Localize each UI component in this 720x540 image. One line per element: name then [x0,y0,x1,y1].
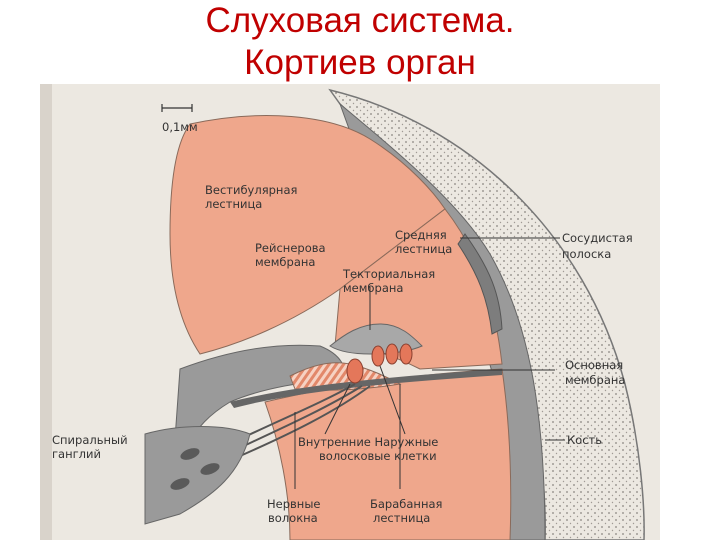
ganglion-cells [170,448,220,490]
hair-cells [346,343,413,384]
page-title-line-2: Кортиев орган [244,43,476,82]
leader-lines [294,237,565,489]
inner-hair-cell [346,358,364,384]
label-spiral-ganglion: Спиральный ганглий [52,433,131,461]
basilar-membrane [230,369,502,408]
tectorial-membrane [329,323,423,355]
outer-hair-cell-1 [371,345,385,367]
label-scala-vestibuli: Вестибулярная лестница [205,183,301,211]
label-bone: Кость [567,433,602,447]
label-inner-outer-hair-cells: Внутренние Наружные волосковые клетки [298,435,442,463]
label-reissner-membrane: Рейснерова мембрана [255,241,329,269]
label-scala-media: Средняя лестница [395,228,452,256]
spiral-ganglion [144,426,251,525]
scala-vestibuli [169,115,446,355]
scale-label: 0,1мм [162,120,198,134]
label-stria-vascularis: Сосудистая полоска [562,231,636,261]
stria-vascularis [457,233,503,335]
label-tectorial-membrane: Текториальная мембрана [342,267,439,295]
outer-hair-cell-2 [385,343,399,365]
outer-hair-cell-3 [399,343,413,365]
page-title-line-1: Слуховая система. [205,1,515,40]
label-nerve-fibers: Нервные волокна [267,497,324,525]
page-left-margin [40,84,52,540]
label-scala-tympani: Барабанная лестница [370,497,446,525]
organ-of-corti-diagram: 0,1мм Вестибулярная лестница Рейснерова … [40,84,660,540]
label-basilar-membrane: Основная мембрана [565,358,627,387]
scale-bar [161,104,193,112]
